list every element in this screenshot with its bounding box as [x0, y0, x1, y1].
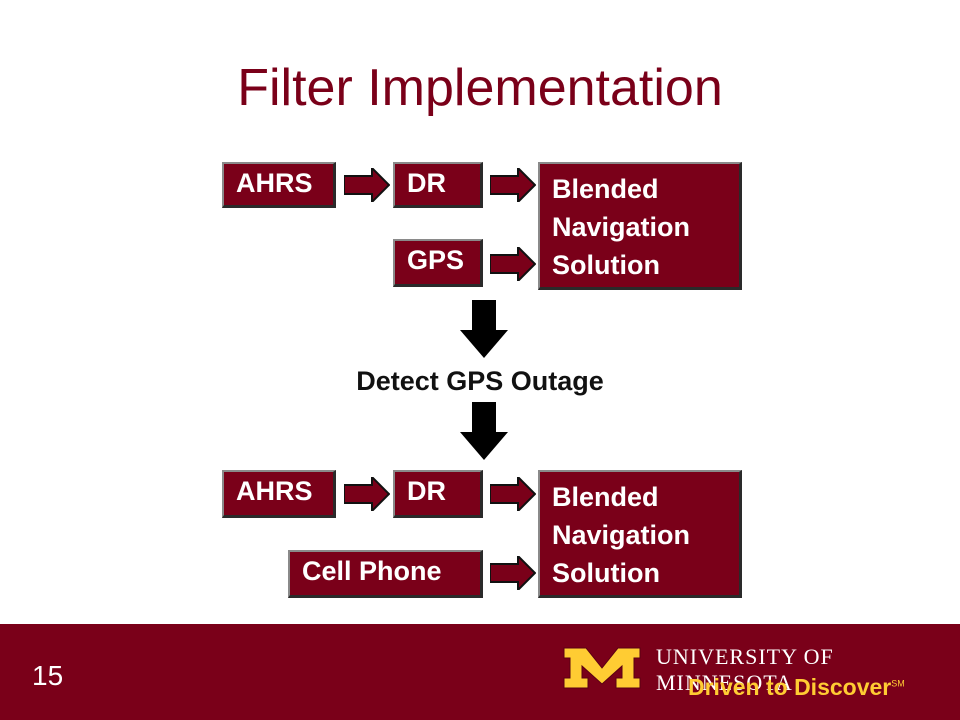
university-name: UNIVERSITY OF MINNESOTA: [656, 644, 834, 695]
right-arrow-icon: [490, 168, 536, 202]
dr-box-bottom: DR: [393, 470, 483, 518]
detect-gps-outage-label: Detect GPS Outage: [356, 366, 604, 396]
right-arrow-icon: [490, 556, 536, 590]
ahrs-box-bottom: AHRS: [222, 470, 336, 518]
right-arrow-icon: [490, 477, 536, 511]
output-line: Blended: [552, 482, 659, 512]
gps-box: GPS: [393, 239, 483, 287]
tagline-text: Driven to Discover: [688, 674, 892, 700]
right-arrow-icon: [344, 477, 390, 511]
down-arrow-icon: [460, 300, 508, 358]
ahrs-box-top: AHRS: [222, 162, 336, 208]
output-line: Blended: [552, 174, 659, 204]
right-arrow-icon: [344, 168, 390, 202]
blended-solution-box-bottom: Blended Navigation Solution: [538, 470, 742, 598]
output-line: Solution: [552, 250, 660, 280]
blended-solution-box-top: Blended Navigation Solution: [538, 162, 742, 290]
cell-phone-box: Cell Phone: [288, 550, 483, 598]
slide-title: Filter Implementation: [237, 59, 723, 117]
down-arrow-icon: [460, 402, 508, 460]
service-mark: SM: [891, 678, 905, 689]
footer-bar: [0, 624, 960, 720]
dr-box-top: DR: [393, 162, 483, 208]
page-number: 15: [32, 660, 64, 691]
tagline: Driven to DiscoverSM: [688, 674, 905, 701]
block-m-logo: [563, 647, 641, 689]
output-line: Navigation: [552, 520, 691, 550]
right-arrow-icon: [490, 247, 536, 281]
output-line: Navigation: [552, 212, 691, 242]
output-line: Solution: [552, 558, 660, 588]
